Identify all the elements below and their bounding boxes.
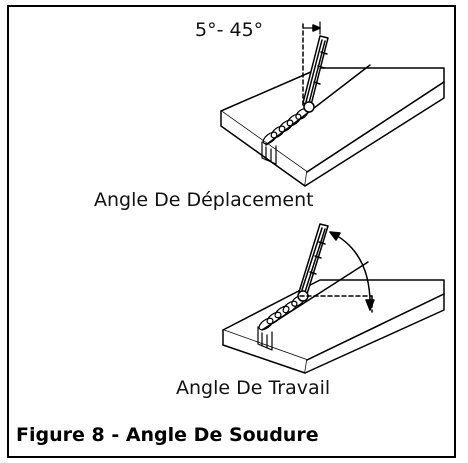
angle-range-label: 5°- 45° — [195, 19, 264, 41]
work-angle-diagram — [222, 223, 445, 374]
travel-angle-diagram — [220, 21, 445, 187]
top-electrode — [302, 35, 329, 113]
bottom-electrode — [297, 223, 329, 302]
bottom-plate-right-face — [304, 293, 445, 374]
top-plate-right-face — [304, 81, 445, 187]
figure-caption: Figure 8 - Angle De Soudure — [16, 424, 319, 446]
bottom-weld-bead — [257, 295, 305, 351]
travel-angle-caption: Angle De Déplacement — [94, 189, 314, 211]
work-angle-caption: Angle De Travail — [176, 377, 331, 399]
